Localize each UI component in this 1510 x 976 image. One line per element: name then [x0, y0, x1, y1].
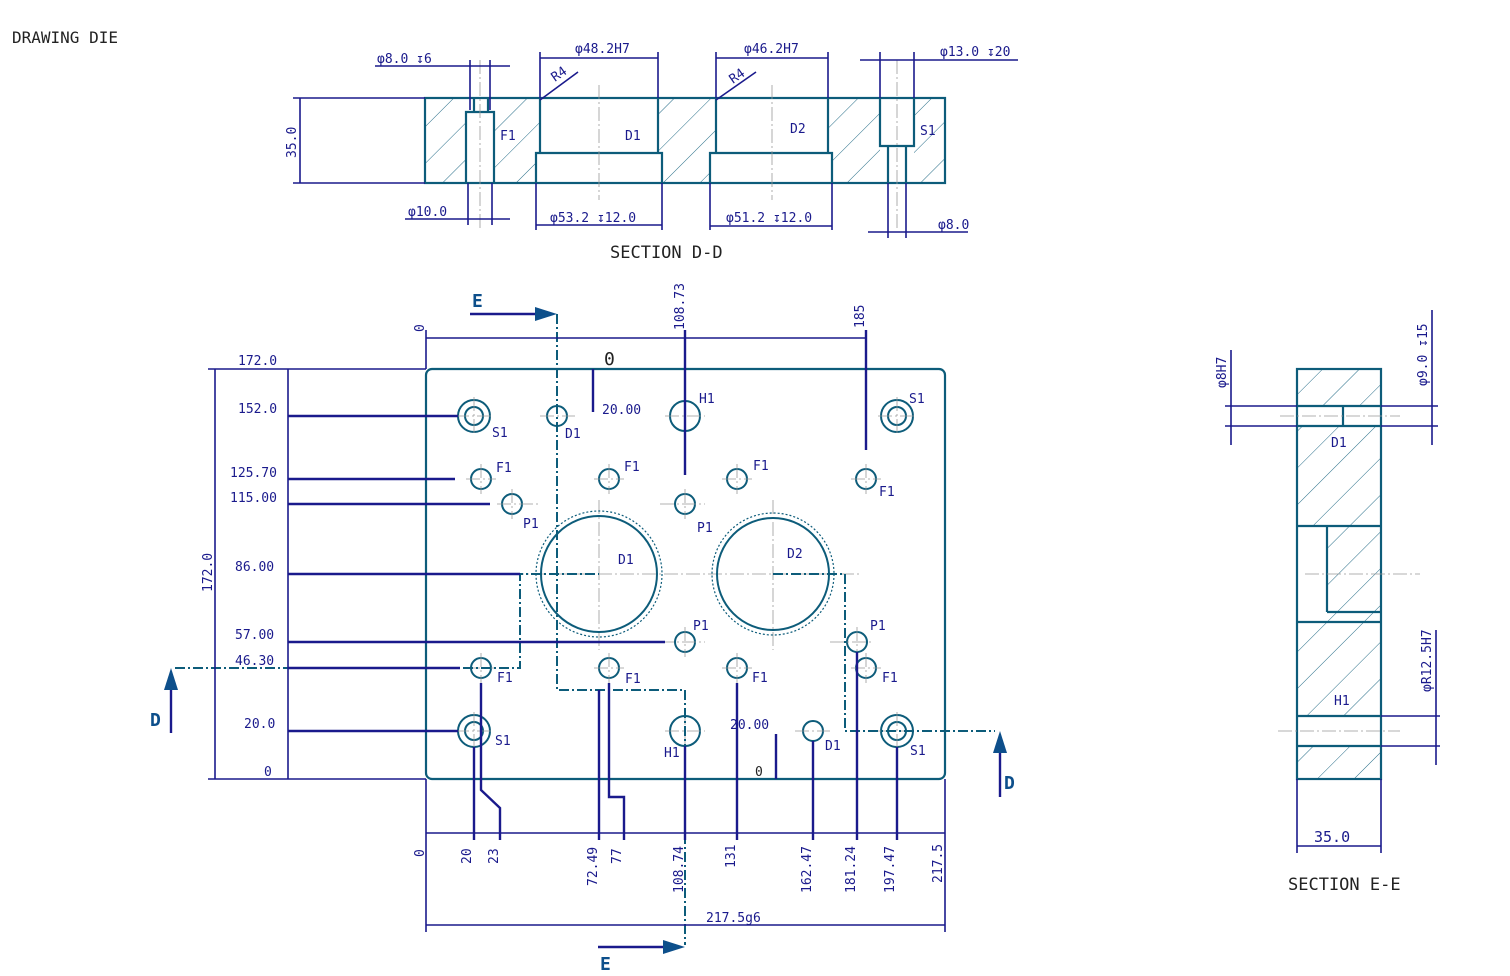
dim-d48: φ48.2H7: [575, 42, 630, 57]
section-dd-title: SECTION D-D: [610, 243, 723, 263]
dim-bottom-20: 20: [460, 848, 475, 864]
dim-d8: φ8.0: [938, 218, 969, 233]
left-ordinate-lines: [288, 414, 665, 733]
dim-d51: φ51.2 ↧12.0: [726, 211, 812, 226]
dim-bottom-108: 108.74: [672, 846, 687, 893]
dim-top-zero: 0: [413, 324, 428, 332]
label-ee-d1: D1: [1331, 436, 1347, 451]
dim-height-total: 172.0: [201, 553, 216, 592]
dim-bottom-217: 217.5: [931, 844, 946, 883]
svg-text:S1: S1: [492, 426, 508, 441]
bottom-ordinate-lines: [472, 652, 899, 840]
section-ee-title: SECTION E-E: [1288, 875, 1401, 895]
dim-d12-5: φR12.5H7: [1420, 629, 1435, 692]
dim-bottom-72: 72.49: [586, 847, 601, 886]
dim-r4-a: R4: [549, 64, 571, 85]
svg-text:H1: H1: [664, 746, 680, 761]
svg-text:D2: D2: [787, 547, 803, 562]
svg-text:F1: F1: [496, 461, 512, 476]
svg-text:F1: F1: [753, 459, 769, 474]
plan-view: E E D D 0 108.73 185 0 20.00 20.00 0: [150, 283, 1015, 975]
label-ee-h1: H1: [1334, 694, 1350, 709]
section-mark-d-left: D: [150, 710, 161, 731]
section-dd-outline: [423, 96, 947, 185]
svg-text:H1: H1: [699, 392, 715, 407]
section-mark-e-top: E: [472, 291, 483, 312]
dim-d9-depth: φ9.0 ↧15: [1416, 323, 1431, 386]
svg-text:P1: P1: [693, 619, 709, 634]
dim-left-86: 86.00: [235, 560, 274, 575]
dim-bottom-197: 197.47: [883, 846, 898, 893]
dim-top-108: 108.73: [673, 283, 688, 330]
dim-left-125: 125.70: [230, 466, 277, 481]
cut-line-d: [175, 573, 995, 732]
section-ee-view: φ8H7 φ9.0 ↧15 φR12.5H7 35.0 D1 H1 SECTIO…: [1215, 310, 1440, 895]
dim-d53: φ53.2 ↧12.0: [550, 211, 636, 226]
svg-text:F1: F1: [752, 671, 768, 686]
dim-r4-b: R4: [727, 66, 749, 87]
dim-d8-depth: φ8.0 ↧6: [377, 52, 432, 67]
label-s1: S1: [920, 124, 936, 139]
ordinate-20-bottom: 20.00: [730, 718, 769, 733]
section-dd-view: φ8.0 ↧6 φ48.2H7 φ46.2H7 φ13.0 ↧20 R4 R4 …: [285, 42, 1018, 263]
dim-left-20: 20.0: [244, 717, 275, 732]
svg-text:D1: D1: [825, 739, 841, 754]
svg-text:P1: P1: [697, 521, 713, 536]
dim-top-big-zero: 0: [604, 349, 615, 370]
dim-bottom-23: 23: [487, 848, 502, 864]
section-mark-e-bottom: E: [600, 954, 611, 975]
svg-text:P1: P1: [870, 619, 886, 634]
svg-text:P1: P1: [523, 517, 539, 532]
label-d2: D2: [790, 122, 806, 137]
dim-left-46: 46.30: [235, 654, 274, 669]
dim-d13-depth: φ13.0 ↧20: [940, 45, 1010, 60]
svg-text:F1: F1: [879, 485, 895, 500]
dim-bottom-77: 77: [610, 848, 625, 864]
svg-text:F1: F1: [625, 672, 641, 687]
svg-text:D1: D1: [618, 553, 634, 568]
hole-centerlines: [455, 397, 916, 750]
section-mark-d-right: D: [1004, 773, 1015, 794]
drawing-title: DRAWING DIE: [12, 28, 118, 47]
dim-bottom-0: 0: [413, 849, 428, 857]
dim-left-0: 0: [264, 765, 272, 780]
ordinate-zero: 0: [755, 765, 763, 780]
dim-left-172: 172.0: [238, 354, 277, 369]
dim-left-57: 57.00: [235, 628, 274, 643]
svg-text:F1: F1: [882, 671, 898, 686]
svg-text:S1: S1: [910, 744, 926, 759]
dim-d10: φ10.0: [408, 205, 447, 220]
label-d1: D1: [625, 129, 641, 144]
dim-dd-height: 35.0: [285, 127, 300, 158]
dim-left-115: 115.00: [230, 491, 277, 506]
section-dd-hatch: [425, 98, 945, 183]
svg-text:S1: S1: [909, 392, 925, 407]
svg-text:F1: F1: [624, 460, 640, 475]
ordinate-20-top: 20.00: [602, 403, 641, 418]
dim-bottom-162: 162.47: [800, 846, 815, 893]
dim-width-total: 217.5g6: [706, 911, 761, 926]
svg-text:D1: D1: [565, 427, 581, 442]
dim-bottom-181: 181.24: [844, 846, 859, 893]
dim-bottom-131: 131: [724, 845, 739, 868]
plan-hole-labels: S1 S1 S1 S1 D1 D1 D1 D2 H1 H1 F1 F1 F1 F…: [492, 392, 926, 761]
dim-left-152: 152.0: [238, 402, 277, 417]
dim-d8h7: φ8H7: [1215, 357, 1230, 388]
dim-top-185: 185: [853, 305, 868, 328]
svg-text:S1: S1: [495, 734, 511, 749]
dim-d46: φ46.2H7: [744, 42, 799, 57]
label-f1: F1: [500, 129, 516, 144]
dim-ee-width: 35.0: [1314, 828, 1350, 846]
svg-text:F1: F1: [497, 671, 513, 686]
